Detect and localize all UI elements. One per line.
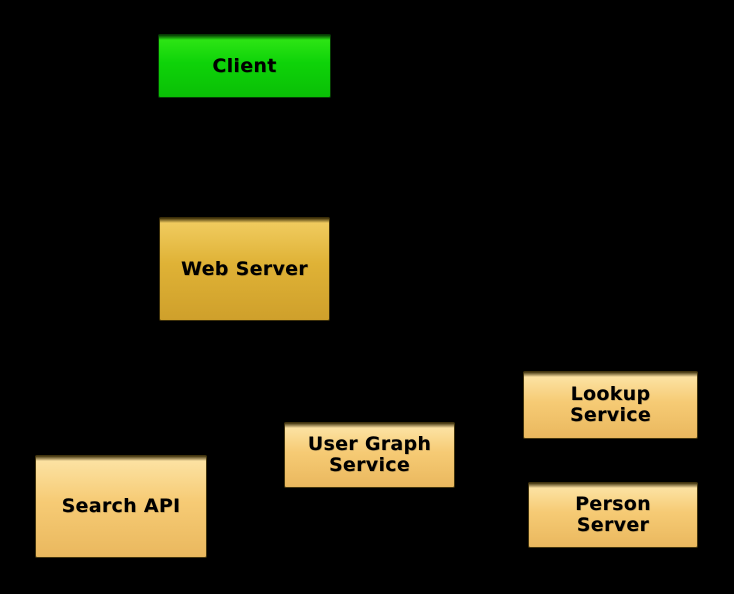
label-line: Search API	[61, 495, 181, 517]
label-line: Service	[569, 404, 652, 426]
label-line: Server	[576, 514, 650, 536]
label-line: Web Server	[181, 257, 308, 280]
label-line: Service	[328, 454, 411, 476]
diagram-node-web-server: Web Server	[159, 217, 330, 321]
label-line: Person	[575, 493, 651, 515]
diagram-node-search-api: Search API	[35, 455, 207, 558]
label-line: User Graph	[307, 433, 432, 455]
diagram-node-label: Search API	[62, 496, 181, 517]
diagram-node-label: Web Server	[181, 257, 308, 280]
label-line: Lookup	[570, 383, 651, 405]
label-line: Client	[212, 54, 277, 77]
diagram-node-label: Client	[212, 54, 277, 77]
diagram-node-client: Client	[158, 34, 331, 98]
